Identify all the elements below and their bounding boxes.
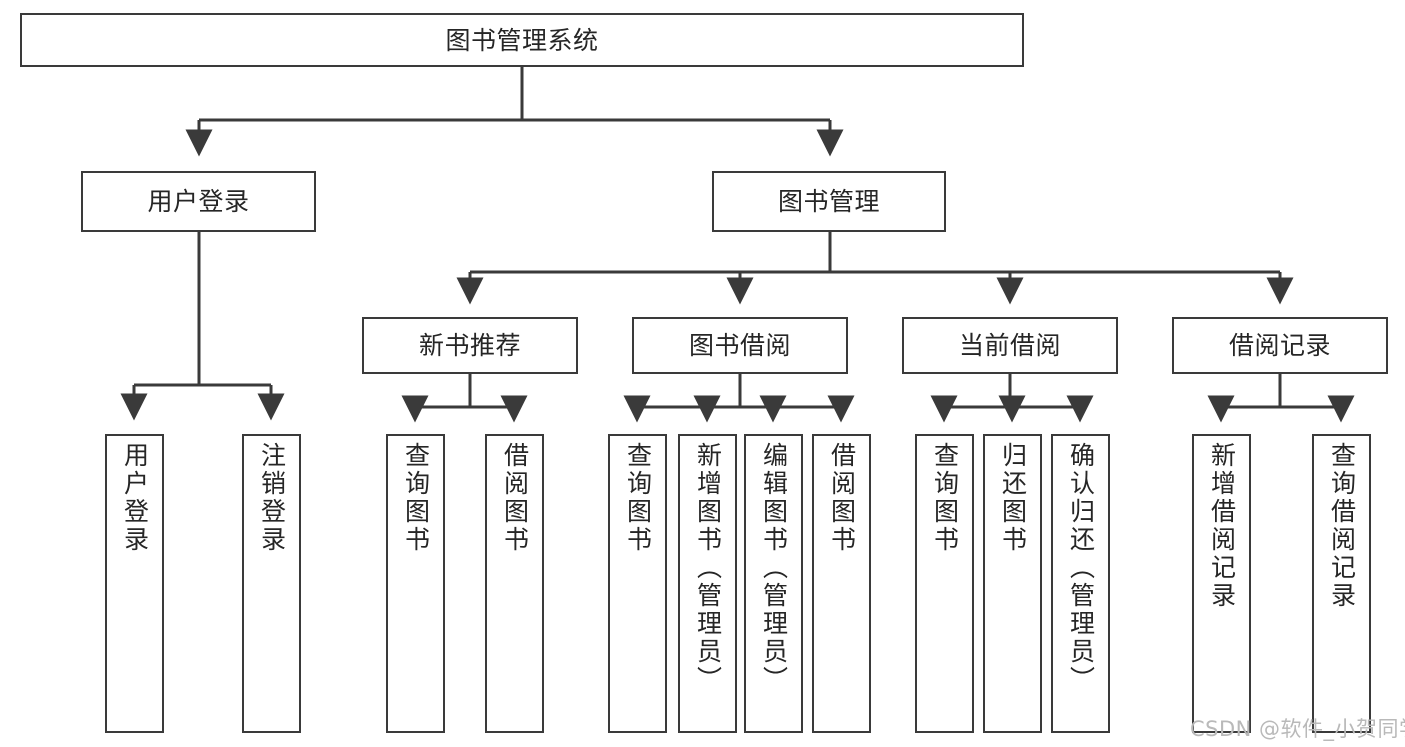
- node-leaf-return-book-label: 归还图书: [998, 442, 1028, 554]
- node-leaf-edit-book-admin-label: 编辑图书（管理员）: [759, 442, 789, 694]
- node-leaf-query-book-recommend-label: 查询图书: [401, 442, 431, 554]
- node-borrow-records-label: 借阅记录: [1228, 331, 1331, 360]
- node-leaf-query-book-current-label: 查询图书: [930, 442, 960, 554]
- node-new-book-recommend-label: 新书推荐: [418, 331, 521, 360]
- node-current-borrow-label: 当前借阅: [958, 331, 1061, 360]
- node-leaf-return-book[interactable]: 归还图书: [983, 434, 1042, 733]
- node-leaf-add-book-admin[interactable]: 新增图书（管理员）: [678, 434, 737, 733]
- node-leaf-query-book-borrow-label: 查询图书: [623, 442, 653, 554]
- node-user-login[interactable]: 用户登录: [81, 171, 316, 232]
- node-book-management[interactable]: 图书管理: [712, 171, 946, 232]
- node-leaf-borrow-book-label: 借阅图书: [827, 442, 857, 554]
- node-book-management-label: 图书管理: [777, 187, 880, 216]
- node-leaf-confirm-return-admin[interactable]: 确认归还（管理员）: [1051, 434, 1110, 733]
- node-root-label: 图书管理系统: [445, 25, 599, 55]
- csdn-watermark: CSDN @软件_小贺同学: [1190, 717, 1405, 741]
- node-leaf-borrow-book-recommend[interactable]: 借阅图书: [485, 434, 544, 733]
- node-new-book-recommend[interactable]: 新书推荐: [362, 317, 578, 374]
- node-borrow-records[interactable]: 借阅记录: [1172, 317, 1388, 374]
- node-user-login-label: 用户登录: [147, 187, 250, 216]
- node-leaf-query-book-borrow[interactable]: 查询图书: [608, 434, 667, 733]
- node-leaf-user-login-label: 用户登录: [120, 442, 150, 554]
- node-leaf-user-login[interactable]: 用户登录: [105, 434, 164, 733]
- node-leaf-confirm-return-admin-label: 确认归还（管理员）: [1066, 442, 1096, 694]
- node-leaf-query-book-current[interactable]: 查询图书: [915, 434, 974, 733]
- node-leaf-add-borrow-record[interactable]: 新增借阅记录: [1192, 434, 1251, 733]
- node-leaf-edit-book-admin[interactable]: 编辑图书（管理员）: [744, 434, 803, 733]
- node-leaf-add-borrow-record-label: 新增借阅记录: [1207, 442, 1237, 610]
- node-book-borrow[interactable]: 图书借阅: [632, 317, 848, 374]
- node-root[interactable]: 图书管理系统: [20, 13, 1024, 67]
- node-leaf-query-borrow-record-label: 查询借阅记录: [1327, 442, 1357, 610]
- node-leaf-query-book-recommend[interactable]: 查询图书: [386, 434, 445, 733]
- node-leaf-borrow-book-recommend-label: 借阅图书: [500, 442, 530, 554]
- node-book-borrow-label: 图书借阅: [688, 331, 791, 360]
- node-leaf-add-book-admin-label: 新增图书（管理员）: [693, 442, 723, 694]
- node-current-borrow[interactable]: 当前借阅: [902, 317, 1118, 374]
- node-leaf-logout-label: 注销登录: [257, 442, 287, 554]
- node-leaf-logout[interactable]: 注销登录: [242, 434, 301, 733]
- node-leaf-query-borrow-record[interactable]: 查询借阅记录: [1312, 434, 1371, 733]
- node-leaf-borrow-book[interactable]: 借阅图书: [812, 434, 871, 733]
